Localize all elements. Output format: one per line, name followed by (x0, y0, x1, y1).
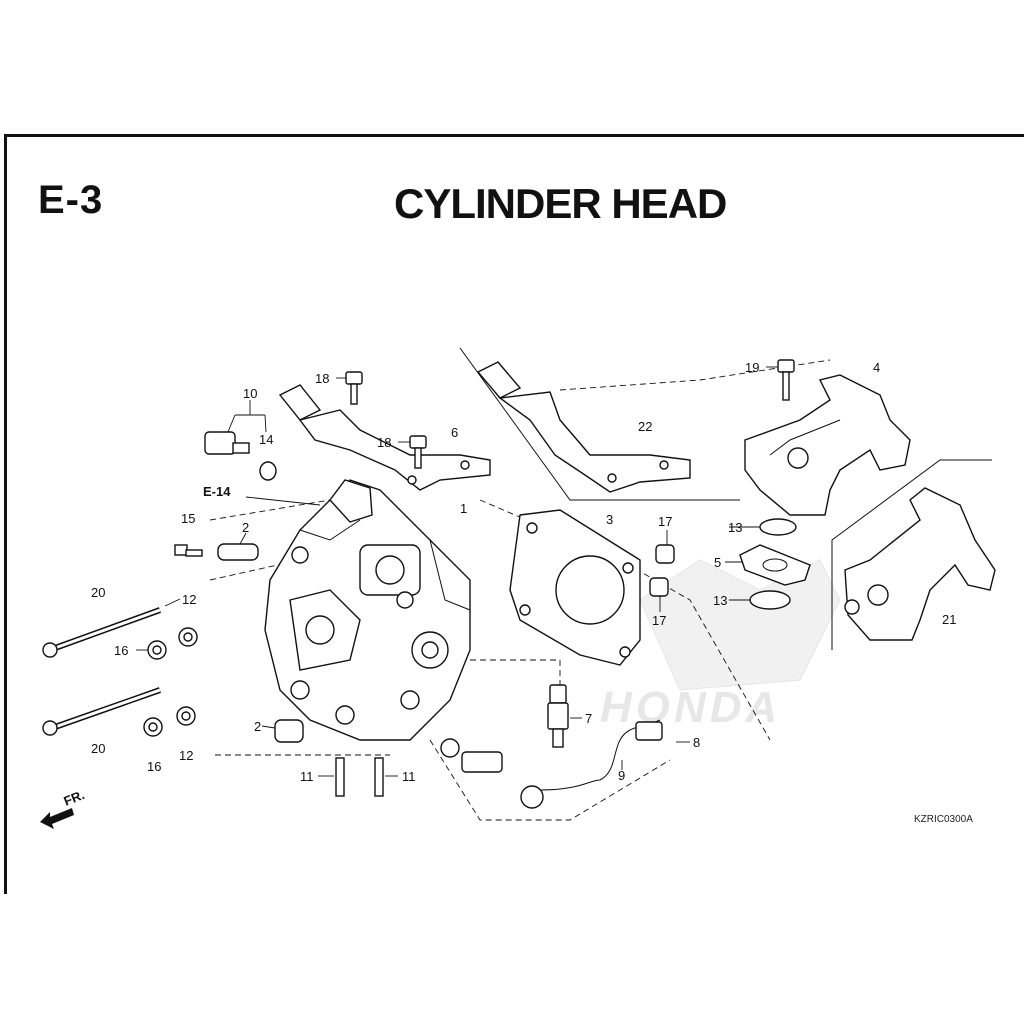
callout-2-lower: 2 (254, 719, 261, 734)
bracket-22 (476, 361, 691, 493)
callout-13-upper: 13 (728, 520, 742, 535)
callout-4: 4 (873, 360, 880, 375)
bracket-6 (278, 384, 491, 491)
reference-label: E-14 (203, 484, 231, 499)
callout-8: 8 (693, 735, 700, 750)
callout-16-upper: 16 (114, 643, 128, 658)
callout-13-lower: 13 (713, 593, 727, 608)
diagram-frame (4, 134, 1024, 894)
group-outlines (209, 347, 992, 821)
cylinder-head-gasket (509, 509, 641, 666)
callout-14: 14 (259, 432, 273, 447)
intake-manifold (744, 374, 911, 516)
callout-6: 6 (451, 425, 458, 440)
leader-lines (136, 366, 778, 777)
callout-12-upper: 12 (182, 592, 196, 607)
callout-22: 22 (638, 419, 652, 434)
callout-5: 5 (714, 555, 721, 570)
callout-20-upper: 20 (91, 585, 105, 600)
direction-label: FR. (62, 787, 87, 809)
callout-2-upper: 2 (242, 520, 249, 535)
callout-20-lower: 20 (91, 741, 105, 756)
section-code: E-3 (38, 178, 104, 222)
small-parts (42, 359, 811, 809)
front-direction-arrow: FR. (40, 787, 87, 829)
callout-11-left: 11 (300, 769, 314, 784)
callout-1: 1 (460, 501, 467, 516)
callout-labels: 1 2 2 3 4 5 6 7 8 9 10 11 11 12 12 13 13… (91, 360, 973, 825)
cylinder-head (264, 479, 471, 741)
callout-12-lower: 12 (179, 748, 193, 763)
callout-7: 7 (585, 711, 592, 726)
callout-11-right: 11 (402, 769, 416, 784)
intake-manifold-alt (844, 487, 996, 641)
drawing-code: KZRIC0300A (914, 814, 973, 825)
honda-watermark: HONDA (600, 559, 841, 732)
callout-17-upper: 17 (658, 514, 672, 529)
callout-16-lower: 16 (147, 759, 161, 774)
callout-18-lower: 18 (377, 435, 391, 450)
callout-9: 9 (618, 768, 625, 783)
callout-15: 15 (181, 511, 195, 526)
watermark-text: HONDA (600, 683, 781, 732)
callout-17-lower: 17 (652, 613, 666, 628)
callout-18-upper: 18 (315, 371, 329, 386)
callout-10: 10 (243, 386, 257, 401)
callout-19: 19 (745, 360, 759, 375)
callout-3: 3 (606, 512, 613, 527)
callout-21: 21 (942, 612, 956, 627)
page-title: CYLINDER HEAD (394, 180, 727, 227)
